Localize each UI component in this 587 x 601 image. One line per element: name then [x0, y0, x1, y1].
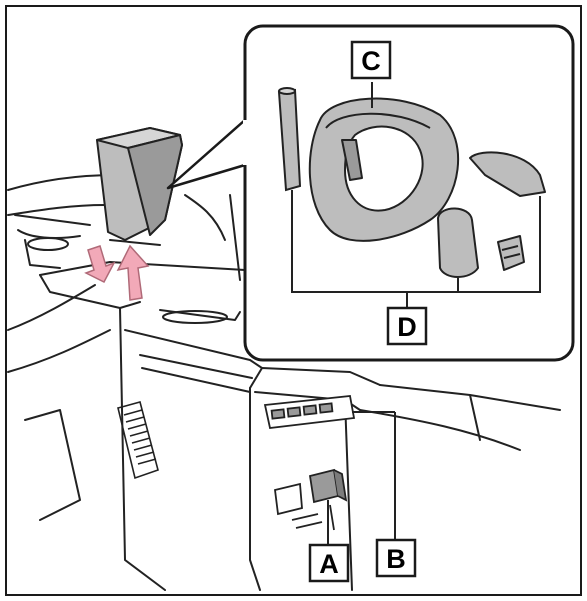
callout-a: A — [310, 545, 348, 581]
callout-c-label: C — [361, 46, 381, 76]
callout-c: C — [352, 42, 390, 78]
callout-b-label: B — [386, 544, 406, 574]
callout-d: D — [388, 308, 426, 344]
callout-b: B — [377, 540, 415, 576]
knob-part — [438, 208, 478, 277]
callout-d-label: D — [397, 312, 417, 342]
callout-a-label: A — [319, 549, 339, 579]
